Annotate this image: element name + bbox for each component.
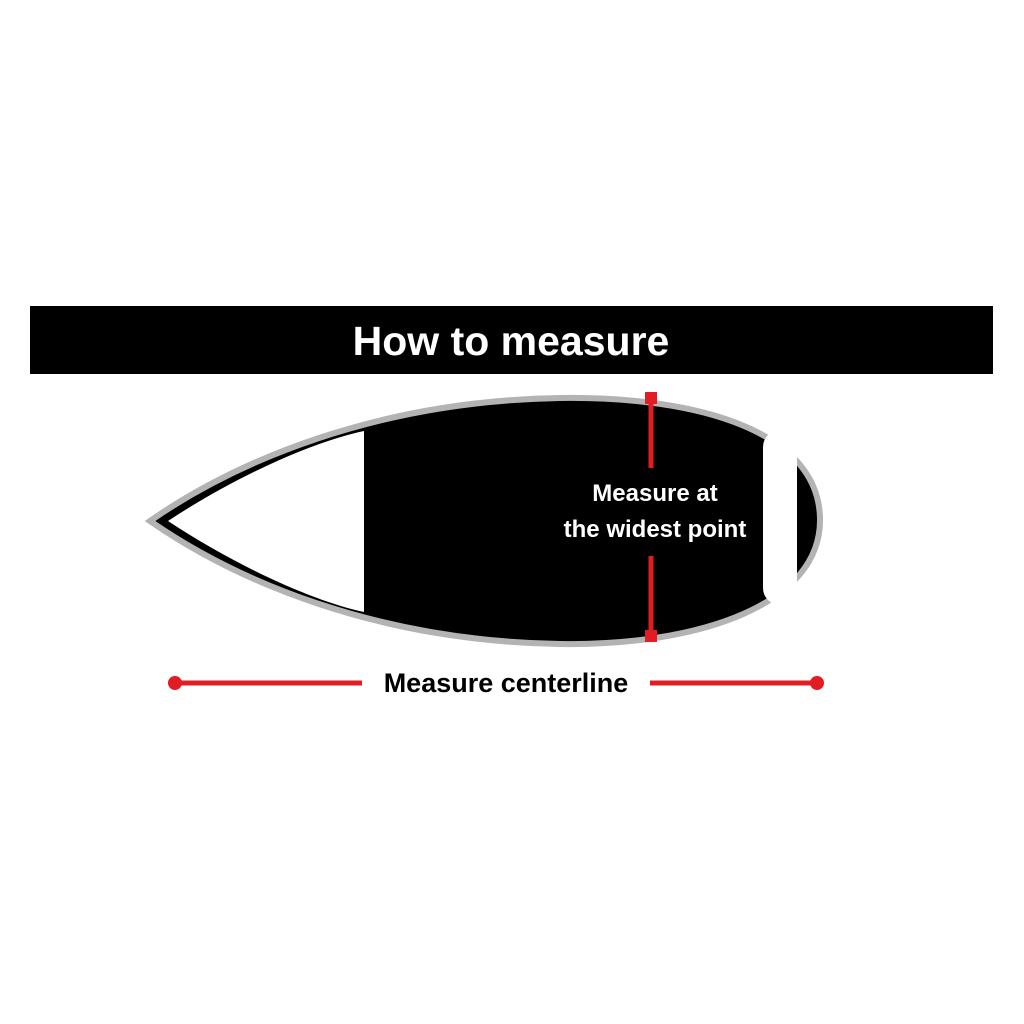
centerline-endpoint-left bbox=[168, 676, 182, 690]
widest-point-endpoint-bottom bbox=[645, 630, 657, 642]
centerline-endpoint-right bbox=[810, 676, 824, 690]
widest-point-label-line2: the widest point bbox=[564, 516, 747, 543]
title-banner bbox=[30, 306, 993, 374]
widest-point-label-line1: Measure at bbox=[592, 480, 717, 507]
board-nose-shape bbox=[168, 431, 364, 612]
widest-point-endpoint-top bbox=[645, 392, 657, 404]
board-handle-slot bbox=[763, 430, 797, 605]
page-title: How to measure bbox=[353, 318, 670, 364]
centerline-label: Measure centerline bbox=[384, 668, 629, 698]
